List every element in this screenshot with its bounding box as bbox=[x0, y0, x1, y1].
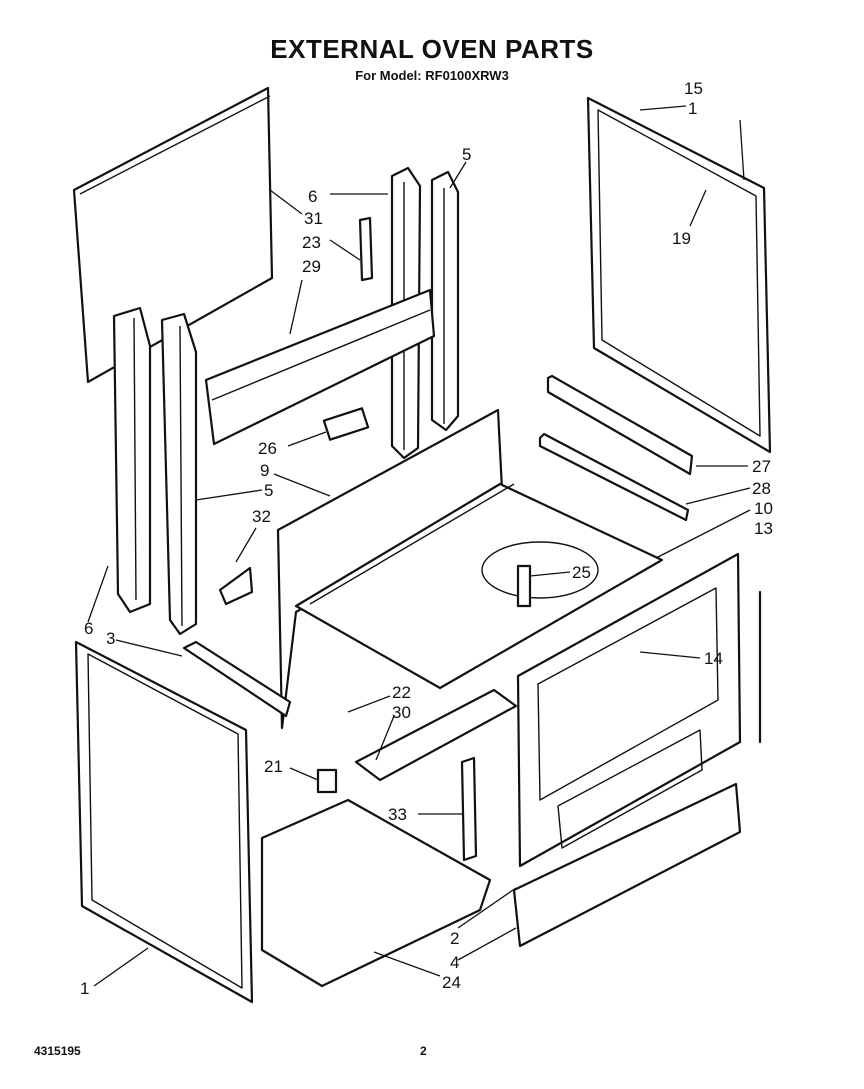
kick-plate bbox=[512, 782, 742, 948]
rail-27 bbox=[546, 374, 694, 476]
callout-1-left: 1 bbox=[80, 979, 89, 998]
terminal-block bbox=[322, 407, 370, 441]
callout-22: 22 bbox=[392, 683, 411, 702]
callout-32: 32 bbox=[252, 507, 271, 526]
callout-14: 14 bbox=[704, 649, 723, 668]
bracket-32 bbox=[218, 566, 254, 606]
callout-6-left: 6 bbox=[84, 619, 93, 638]
callout-13: 13 bbox=[754, 519, 773, 538]
channel-30 bbox=[354, 688, 518, 782]
callout-33: 33 bbox=[388, 805, 407, 824]
callout-27: 27 bbox=[752, 457, 771, 476]
callout-labels: 15 1 19 6 5 31 23 29 26 9 5 32 27 28 10 … bbox=[80, 79, 773, 998]
front-frame bbox=[516, 552, 742, 868]
bracket-33 bbox=[460, 756, 478, 862]
callout-3: 3 bbox=[106, 629, 115, 648]
callout-6-top: 6 bbox=[308, 187, 317, 206]
callout-19: 19 bbox=[672, 229, 691, 248]
page-number: 2 bbox=[420, 1044, 427, 1058]
rail-28 bbox=[538, 432, 690, 522]
callout-26: 26 bbox=[258, 439, 277, 458]
leveling-leg bbox=[316, 768, 338, 794]
callout-2: 2 bbox=[450, 929, 459, 948]
callout-25: 25 bbox=[572, 563, 591, 582]
callout-15: 15 bbox=[684, 79, 703, 98]
rear-panel bbox=[72, 86, 274, 384]
callout-5-top: 5 bbox=[462, 145, 471, 164]
base bbox=[260, 798, 492, 988]
callout-23: 23 bbox=[302, 233, 321, 252]
brace-3 bbox=[182, 640, 292, 718]
callout-9: 9 bbox=[260, 461, 269, 480]
callout-21: 21 bbox=[264, 757, 283, 776]
upright-left-front bbox=[160, 312, 198, 636]
back-brace bbox=[204, 288, 436, 446]
callout-31: 31 bbox=[304, 209, 323, 228]
page-title: EXTERNAL OVEN PARTS bbox=[270, 34, 594, 64]
model-subtitle: For Model: RF0100XRW3 bbox=[355, 68, 509, 83]
callout-10: 10 bbox=[754, 499, 773, 518]
left-side-panel bbox=[74, 640, 254, 1004]
leader-lines bbox=[87, 105, 751, 987]
callout-24: 24 bbox=[442, 973, 461, 992]
callout-30: 30 bbox=[392, 703, 411, 722]
oven-liner bbox=[276, 408, 664, 730]
right-side-panel bbox=[586, 96, 772, 454]
oven-bottom bbox=[481, 541, 599, 599]
callout-1-right: 1 bbox=[688, 99, 697, 118]
callout-4: 4 bbox=[450, 953, 459, 972]
front-upright-right bbox=[430, 170, 460, 432]
upright-left-rear bbox=[112, 306, 152, 614]
document-number: 4315195 bbox=[34, 1044, 81, 1058]
post-25 bbox=[516, 564, 532, 608]
callout-28: 28 bbox=[752, 479, 771, 498]
strip-23 bbox=[358, 216, 374, 282]
callout-5-left: 5 bbox=[264, 481, 273, 500]
callout-29: 29 bbox=[302, 257, 321, 276]
